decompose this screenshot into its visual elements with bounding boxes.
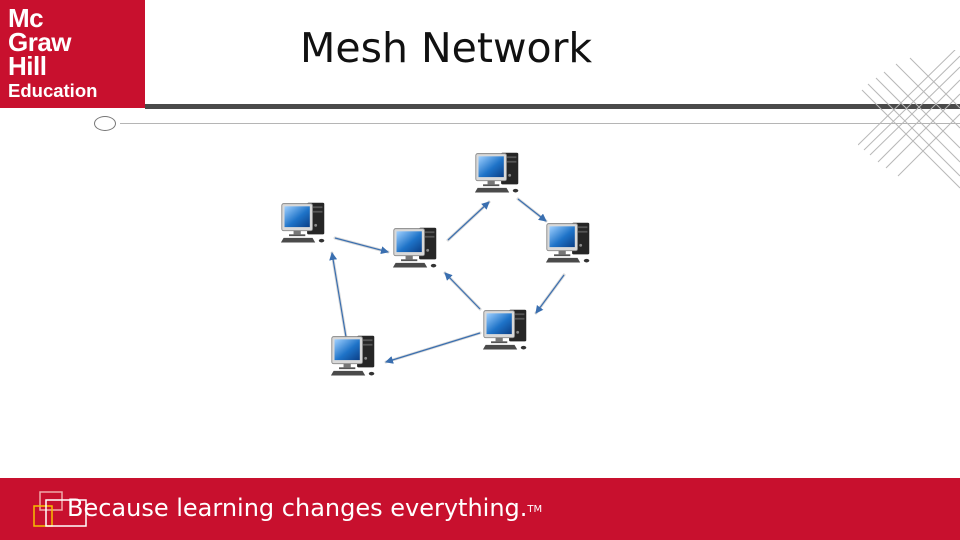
link-pc4-pc5	[535, 274, 565, 314]
header-oval-ornament	[94, 116, 116, 131]
mcgraw-hill-logo: Mc Graw Hill Education	[0, 0, 145, 108]
computer-workstation-icon	[280, 202, 325, 243]
computer-workstation-icon	[474, 152, 519, 193]
computer-workstation-icon	[545, 222, 590, 263]
link-pc6-pc1	[329, 252, 347, 338]
trademark-mark: TM	[527, 504, 543, 515]
header-rule	[145, 104, 960, 109]
link-pc3-pc4	[517, 198, 547, 222]
footer-banner: Because learning changes everything.TM	[0, 478, 960, 540]
footer-tagline: Because learning changes everything.TM	[67, 493, 542, 523]
logo-line-4: Education	[8, 80, 98, 101]
mesh-network-diagram	[280, 152, 590, 376]
logo-line-1: Mc	[8, 3, 44, 33]
corner-grid-decoration	[858, 50, 960, 189]
computer-workstation-icon	[392, 227, 437, 268]
computer-workstation-icon	[330, 335, 375, 376]
link-pc5-pc6	[385, 332, 481, 364]
tagline-text: Because learning changes everything.	[67, 494, 528, 522]
link-pc2-pc3	[447, 201, 490, 241]
logo-line-3: Hill	[8, 51, 47, 81]
header-thin-rule	[120, 123, 960, 124]
slide-title: Mesh Network	[300, 24, 593, 72]
overlapping-squares-icon	[33, 491, 87, 527]
computer-workstation-icon	[482, 309, 527, 350]
link-pc1-pc2	[334, 237, 389, 255]
link-pc5-pc2	[444, 272, 481, 310]
logo-line-2: Graw	[8, 27, 72, 57]
